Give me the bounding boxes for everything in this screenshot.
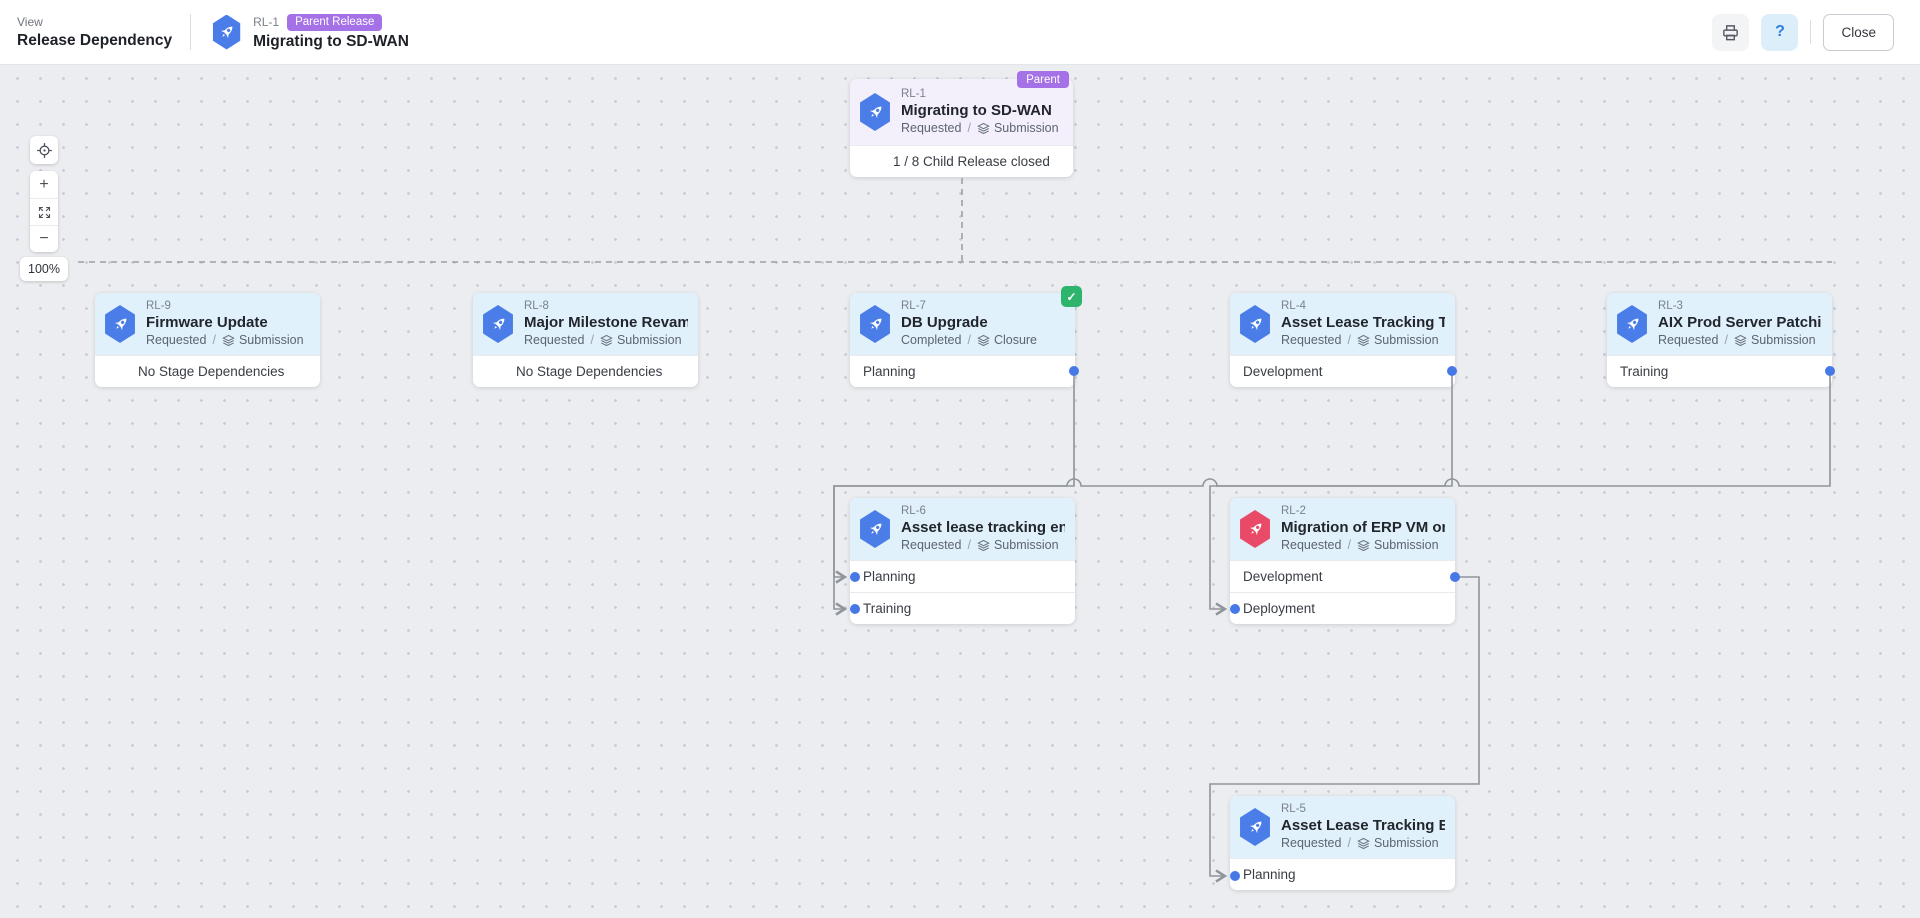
release-title: Firmware Update [146,314,268,331]
card-header: RL-8 Major Milestone Revamp Requested/ S… [473,293,698,355]
stage-gate-icon [977,122,990,134]
printer-icon [1723,24,1739,40]
release-status: Requested/ Submission [1281,538,1439,552]
release-card-rl-3[interactable]: RL-3 AIX Prod Server Patching Requested/… [1607,293,1832,387]
rocket-icon [860,510,890,548]
rocket-icon [860,93,890,131]
release-status: Requested/ Submission [1281,836,1439,850]
stage-row-development: Development [1230,355,1455,387]
card-footer: 1 / 8 Child Release closed [850,145,1073,177]
release-card-rl-9[interactable]: RL-9 Firmware Update Requested/ Submissi… [95,293,320,387]
rocket-icon [1617,305,1647,343]
release-title: Asset Lease Tracking To... [1281,314,1445,331]
rocket-icon [1240,305,1270,343]
top-bar: View Release Dependency RL-1 Parent Rele… [0,0,1920,65]
rocket-icon [483,305,513,343]
release-title: Migration of ERP VM on ... [1281,519,1445,536]
release-card-rl-4[interactable]: RL-4 Asset Lease Tracking To... Requeste… [1230,293,1455,387]
stage-gate-icon [977,539,990,551]
stage-gate-icon [222,334,235,346]
release-rocket-icon [212,14,241,50]
release-card-rl-8[interactable]: RL-8 Major Milestone Revamp Requested/ S… [473,293,698,387]
release-card-rl-2[interactable]: RL-2 Migration of ERP VM on ... Requeste… [1230,498,1455,624]
check-icon: ✓ [1061,286,1082,307]
stage-row-planning: Planning [1230,858,1455,890]
card-header: RL-2 Migration of ERP VM on ... Requeste… [1230,498,1455,560]
card-header: RL-6 Asset lease tracking enh... Request… [850,498,1075,560]
release-status: Requested/ Submission [1281,333,1439,347]
release-id: RL-3 [1658,300,1683,312]
zoom-in-button[interactable]: + [30,171,58,198]
release-id: RL-1 [901,88,926,100]
release-card-rl-7[interactable]: ✓ RL-7 DB Upgrade Completed/ Closure Pla… [850,286,1082,387]
stage-row-development: Development [1230,560,1455,592]
print-button[interactable] [1712,13,1750,51]
parent-release-badge: Parent Release [287,13,383,31]
release-id: RL-7 [901,300,926,312]
zoom-group: + − [30,171,58,252]
card-header: RL-3 AIX Prod Server Patching Requested/… [1607,293,1832,355]
stage-row-planning: Planning [850,560,1075,592]
release-id: RL-8 [524,300,549,312]
release-id: RL-6 [901,505,926,517]
stage-row-training: Training [850,592,1075,624]
view-label: View [17,14,43,29]
release-title: Asset lease tracking enh... [901,519,1065,536]
release-title: Asset Lease Tracking En... [1281,817,1445,834]
release-status: Requested/ Submission [901,121,1059,135]
card-footer: No Stage Dependencies [95,355,320,387]
stage-row-deployment: Deployment [1230,592,1455,624]
divider [190,14,192,50]
card-header: RL-4 Asset Lease Tracking To... Requeste… [1230,293,1455,355]
fit-screen-button[interactable] [30,198,58,225]
release-id: RL-5 [1281,803,1306,815]
release-status: Requested/ Submission [1658,333,1816,347]
release-id: RL-4 [1281,300,1306,312]
release-title: Major Milestone Revamp [524,314,688,331]
release-card-rl-5[interactable]: RL-5 Asset Lease Tracking En... Requeste… [1230,796,1455,890]
rocket-icon [860,305,890,343]
rocket-icon [1240,808,1270,846]
card-footer: No Stage Dependencies [473,355,698,387]
release-status: Completed/ Closure [901,333,1038,347]
stage-row-planning: Planning [850,355,1075,387]
release-title: DB Upgrade [901,314,988,331]
parent-badge: Parent [1017,71,1069,88]
release-id: RL-9 [146,300,171,312]
release-title: AIX Prod Server Patching [1658,314,1822,331]
release-card-rl-1[interactable]: Parent RL-1 Migrating to SD-WAN Requeste… [850,71,1073,177]
zoom-level: 100% [20,257,68,281]
card-header: RL-5 Asset Lease Tracking En... Requeste… [1230,796,1455,858]
close-button[interactable]: Close [1823,13,1894,51]
expand-icon [38,206,50,218]
release-title: Migrating to SD-WAN [901,102,1052,119]
card-header: RL-1 Migrating to SD-WAN Requested/ Subm… [850,79,1073,145]
card-header: RL-9 Firmware Update Requested/ Submissi… [95,293,320,355]
release-id: RL-1 [253,15,280,29]
rocket-icon [1240,510,1270,548]
stage-gate-icon [600,334,613,346]
release-status: Requested/ Submission [146,333,304,347]
page-title: Release Dependency [17,31,173,49]
release-title: Migrating to SD-WAN [253,32,409,50]
dependency-canvas[interactable]: Parent RL-1 Migrating to SD-WAN Requeste… [0,65,1920,918]
stage-gate-icon [1734,334,1747,346]
release-id: RL-2 [1281,505,1306,517]
divider [1810,20,1812,44]
rocket-icon [105,305,135,343]
locate-button[interactable] [30,136,58,164]
stage-gate-icon [1357,539,1370,551]
zoom-out-button[interactable]: − [30,225,58,252]
stage-gate-icon [1357,837,1370,849]
help-button[interactable]: ? [1761,13,1799,51]
stage-gate-icon [977,334,990,346]
crosshair-icon [36,142,52,158]
stage-row-training: Training [1607,355,1832,387]
release-status: Requested/ Submission [524,333,682,347]
card-header: RL-7 DB Upgrade Completed/ Closure [850,293,1075,355]
release-status: Requested/ Submission [901,538,1059,552]
stage-gate-icon [1357,334,1370,346]
release-card-rl-6[interactable]: RL-6 Asset lease tracking enh... Request… [850,498,1075,624]
